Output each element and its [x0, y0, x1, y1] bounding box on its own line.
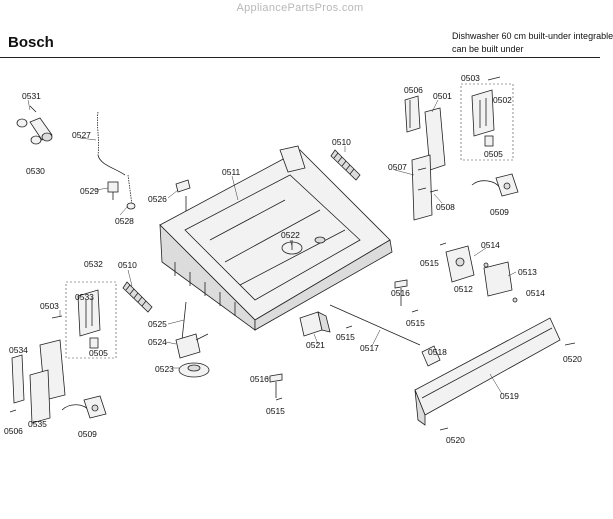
part-label-p0516a[interactable]: 0516: [250, 374, 269, 384]
leader-lines: [27, 99, 517, 395]
part-0528-hose-coupling[interactable]: [126, 174, 136, 210]
part-label-p0519[interactable]: 0519: [500, 391, 519, 401]
part-label-p0503a[interactable]: 0503: [461, 73, 480, 83]
part-label-p0510a[interactable]: 0510: [332, 137, 351, 147]
part-label-p0509b[interactable]: 0509: [78, 429, 97, 439]
part-0519-toe-kick-panel[interactable]: [414, 317, 561, 426]
part-label-p0502[interactable]: 0502: [493, 95, 512, 105]
part-0506-bracket-upper[interactable]: [404, 95, 421, 133]
part-label-p0513[interactable]: 0513: [518, 267, 537, 277]
part-label-p0533[interactable]: 0533: [75, 292, 94, 302]
part-label-p0523[interactable]: 0523: [155, 364, 174, 374]
part-label-p0508a[interactable]: 0508: [436, 202, 455, 212]
part-0509-lever-upper[interactable]: [471, 173, 519, 197]
part-label-p0520b[interactable]: 0520: [446, 435, 465, 445]
brand-title: Bosch: [8, 34, 54, 51]
part-label-p0516b[interactable]: 0516: [391, 288, 410, 298]
part-label-p0531[interactable]: 0531: [22, 91, 41, 101]
part-label-p0522[interactable]: 0522: [281, 230, 300, 240]
part-label-p0511[interactable]: 0511: [222, 167, 241, 177]
part-label-p0509a[interactable]: 0509: [490, 207, 509, 217]
part-0534-side-bracket[interactable]: [11, 354, 25, 404]
part-label-p0517[interactable]: 0517: [360, 343, 379, 353]
part-label-p0524[interactable]: 0524: [148, 337, 167, 347]
part-label-p0515a[interactable]: 0515: [266, 406, 285, 416]
part-0521-valve[interactable]: [299, 311, 331, 337]
part-label-p0515b[interactable]: 0515: [336, 332, 355, 342]
part-0518-end-cap[interactable]: [421, 345, 441, 367]
part-0530-tube[interactable]: [16, 105, 53, 145]
part-label-p0525[interactable]: 0525: [148, 319, 167, 329]
group-box-lower: [65, 281, 117, 359]
part-0515-screws[interactable]: [275, 242, 447, 401]
part-label-p0527[interactable]: 0527: [72, 130, 91, 140]
part-label-p0515d[interactable]: 0515: [420, 258, 439, 268]
part-label-p0514a[interactable]: 0514: [481, 240, 500, 250]
part-0511-base-tub[interactable]: [159, 145, 393, 331]
part-0501-hinge-bracket[interactable]: [411, 107, 446, 221]
part-label-p0501[interactable]: 0501: [433, 91, 452, 101]
part-label-p0503b[interactable]: 0503: [40, 301, 59, 311]
part-0505-clip-upper[interactable]: [484, 135, 494, 147]
part-0512-bracket[interactable]: [445, 245, 475, 283]
part-0509-lever-lower[interactable]: [61, 395, 107, 419]
part-label-p0515c[interactable]: 0515: [406, 318, 425, 328]
part-label-p0529[interactable]: 0529: [80, 186, 99, 196]
part-0510-ribbed-guide-upper[interactable]: [330, 149, 361, 181]
watermark-text: AppliancePartsPros.com: [236, 2, 364, 14]
part-label-p0518[interactable]: 0518: [428, 347, 447, 357]
part-0517-rod[interactable]: [329, 304, 421, 346]
part-label-p0510b[interactable]: 0510: [118, 260, 137, 270]
part-0513-cover[interactable]: [483, 261, 513, 297]
part-label-p0534[interactable]: 0534: [9, 345, 28, 355]
group-box-upper: [460, 83, 514, 161]
part-label-p0521[interactable]: 0521: [306, 340, 325, 350]
part-label-p0528[interactable]: 0528: [115, 216, 134, 226]
header-divider: [0, 57, 600, 58]
part-0520-screw-right[interactable]: [564, 342, 576, 346]
model-line-1: Dishwasher 60 cm built-under integrable: [452, 31, 613, 41]
part-0533-hinge-lower[interactable]: [77, 289, 101, 337]
part-0516-screw-lower[interactable]: [269, 373, 283, 398]
part-label-p0507[interactable]: 0507: [388, 162, 407, 172]
part-0525-rod[interactable]: [181, 301, 187, 341]
part-0505-clip-lower[interactable]: [89, 337, 99, 349]
part-0523-foot-wheel[interactable]: [178, 362, 210, 378]
part-label-p0514b[interactable]: 0514: [526, 288, 545, 298]
part-label-p0520a[interactable]: 0520: [563, 354, 582, 364]
part-0503-screw-lower[interactable]: [51, 315, 63, 319]
part-0506-screw-lower[interactable]: [9, 409, 17, 413]
part-0520-screw-bottom[interactable]: [439, 427, 449, 431]
part-label-p0505b[interactable]: 0505: [89, 348, 108, 358]
exploded-parts-diagram: [9, 76, 576, 431]
part-0526-clip[interactable]: [175, 179, 191, 215]
part-0524-float-switch[interactable]: [175, 333, 209, 359]
part-0514-screw[interactable]: [483, 262, 518, 303]
model-description: Dishwasher 60 cm built-under integrable c…: [452, 30, 613, 56]
part-label-p0535[interactable]: 0535: [28, 419, 47, 429]
part-label-p0506a[interactable]: 0506: [404, 85, 423, 95]
part-0529-connector[interactable]: [107, 181, 119, 200]
part-0508-screw-upper[interactable]: [429, 189, 439, 193]
part-label-p0532[interactable]: 0532: [84, 259, 103, 269]
part-label-p0506b[interactable]: 0506: [4, 426, 23, 436]
part-label-p0512[interactable]: 0512: [454, 284, 473, 294]
part-label-p0505a[interactable]: 0505: [484, 149, 503, 159]
part-0502-hinge[interactable]: [471, 89, 495, 137]
part-0527-spring-hose[interactable]: [97, 111, 126, 176]
part-0535-hinge-bracket-lower[interactable]: [29, 339, 66, 424]
part-0503-screw-upper[interactable]: [487, 76, 501, 81]
model-line-2: can be built under: [452, 44, 524, 54]
part-0516-screw-upper[interactable]: [394, 279, 408, 306]
part-0510-ribbed-guide-lower[interactable]: [122, 281, 153, 313]
part-label-p0530[interactable]: 0530: [26, 166, 45, 176]
part-label-p0526[interactable]: 0526: [148, 194, 167, 204]
